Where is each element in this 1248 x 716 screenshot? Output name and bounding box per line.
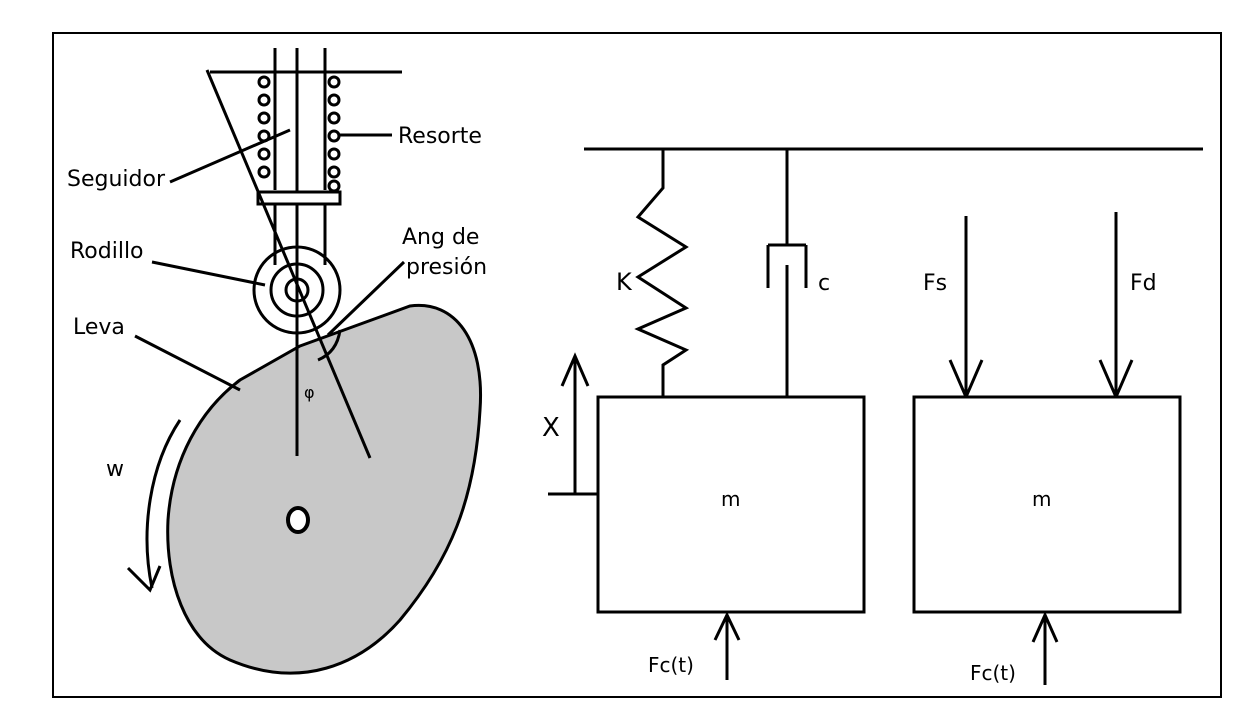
spring-damper-model: K c X m Fc(t) xyxy=(542,147,1203,680)
mass-block xyxy=(596,395,866,614)
cam-mechanism: Seguidor Resorte Rodillo Ang de presión … xyxy=(67,48,487,675)
label-fd: Fd xyxy=(1130,271,1157,296)
leader-leva xyxy=(134,334,241,392)
leader-seguidor xyxy=(169,128,291,184)
displacement-arrowhead xyxy=(560,352,590,387)
leader-ang-presion xyxy=(326,260,406,337)
label-rodillo: Rodillo xyxy=(70,239,144,264)
rotation-arrowhead xyxy=(126,565,162,593)
label-seguidor: Seguidor xyxy=(67,167,166,192)
label-m-left: m xyxy=(721,487,740,511)
roller-outer xyxy=(252,245,342,335)
label-fc-left: Fc(t) xyxy=(648,653,694,677)
fc-arrowhead-left xyxy=(713,611,741,641)
label-c: c xyxy=(818,271,830,296)
label-leva: Leva xyxy=(73,315,125,340)
fc-arrowhead-right xyxy=(1031,611,1059,643)
cam-shaft-hole xyxy=(286,506,310,534)
label-k: K xyxy=(616,268,633,296)
roller-middle xyxy=(269,262,325,318)
pressure-angle-arc xyxy=(317,329,342,362)
label-ang-line2: presión xyxy=(406,255,487,280)
label-w: w xyxy=(106,457,124,482)
label-resorte: Resorte xyxy=(398,124,482,149)
rotation-arrow xyxy=(145,419,182,589)
label-x: X xyxy=(542,413,560,443)
label-phi: φ xyxy=(304,383,315,402)
label-fs: Fs xyxy=(923,271,947,296)
label-m-right: m xyxy=(1032,487,1051,511)
pressure-angle-line xyxy=(205,69,372,459)
cam-body xyxy=(166,303,483,675)
spring-bottom-plate xyxy=(256,190,342,206)
spring-coils xyxy=(257,75,341,193)
leader-rodillo xyxy=(151,260,266,287)
free-body-diagram: Fs Fd m Fc(t) xyxy=(912,212,1182,685)
label-fc-right: Fc(t) xyxy=(970,661,1016,685)
spring-k xyxy=(634,149,690,397)
roller-pin xyxy=(284,277,310,303)
label-ang-line1: Ang de xyxy=(402,225,479,250)
free-body-mass-block xyxy=(912,395,1182,614)
